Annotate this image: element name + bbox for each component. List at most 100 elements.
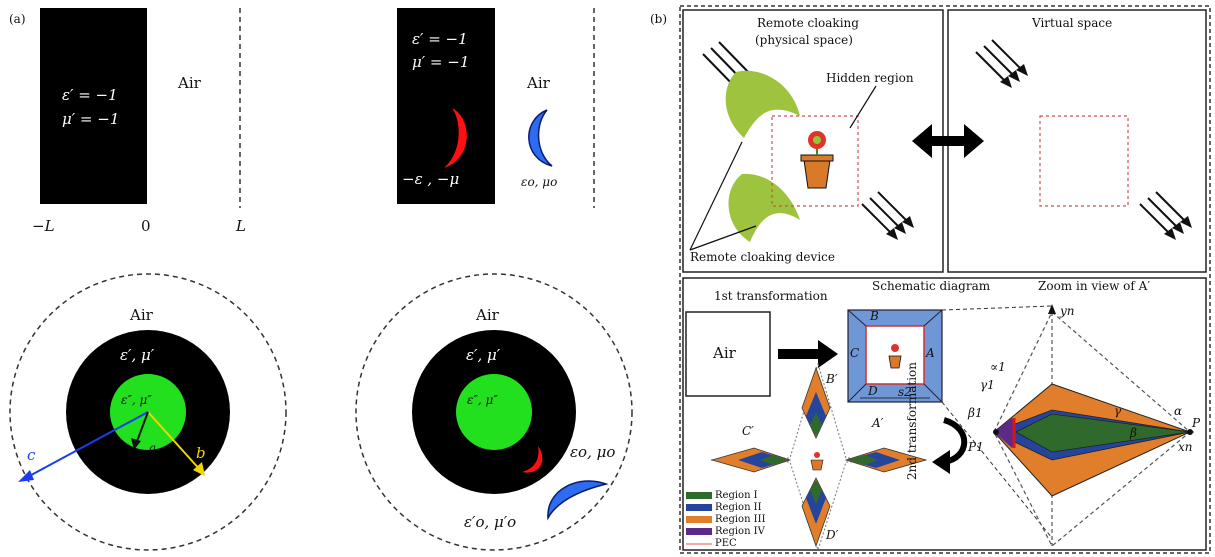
lobe-bottom	[801, 477, 831, 548]
cyl-left-air: Air	[130, 306, 153, 324]
virtual-dashed-box	[1039, 115, 1129, 207]
tick-L: L	[236, 217, 246, 235]
cyl-left-alpha: a	[149, 441, 157, 455]
lobe-right	[844, 447, 928, 473]
blue-crescent-object	[528, 109, 553, 167]
legend-item: Region III	[686, 514, 766, 525]
cyl-left-c: c	[27, 446, 36, 464]
arrow-a-head	[131, 438, 141, 450]
zoom-outline	[993, 311, 1191, 547]
remote-slab-eps: ε′ = −1	[412, 30, 468, 48]
remote-slab-rect	[397, 8, 495, 204]
schematic-pot-icon	[888, 344, 902, 369]
remote-air: Air	[527, 74, 550, 92]
slab-eps: ε′ = −1	[62, 86, 118, 104]
air-box-label: Air	[713, 344, 736, 362]
point-P1	[993, 429, 999, 435]
left-outer-dashed-circle	[9, 273, 287, 551]
air-box	[685, 311, 771, 397]
cyl-left-shell: ε′, μ′	[120, 346, 155, 364]
legend-swatch	[686, 528, 712, 535]
schematic-inner	[865, 325, 925, 385]
right-arrow-icon	[778, 340, 838, 368]
double-arrow-icon	[912, 124, 984, 158]
arrow-c	[21, 411, 149, 481]
yn-arrowhead	[1048, 304, 1056, 314]
right-red-crescent	[522, 446, 543, 473]
curved-arrow-icon	[942, 417, 968, 465]
bottom-box	[682, 277, 1207, 551]
cyl-right-object: εo, μo	[570, 443, 616, 461]
lobe-top	[801, 366, 831, 439]
legend-item: PEC	[686, 538, 737, 549]
zoom-yn: yn	[1060, 304, 1075, 318]
star-D-prime: D′	[826, 528, 839, 542]
second-transformation-label: 2nd transformation	[905, 361, 919, 480]
zoom-beta: β	[1130, 426, 1137, 440]
remote-cloaking-title-1: Remote cloaking	[757, 16, 859, 30]
device-label: Remote cloaking device	[690, 250, 835, 264]
center-pot-icon	[810, 452, 824, 471]
zoom-alpha: α	[1174, 404, 1183, 418]
star-A-prime: A′	[872, 416, 884, 430]
legend-swatch	[686, 504, 712, 511]
zoom-label: Zoom in view of A′	[1038, 279, 1151, 293]
right-outer-dashed-circle	[355, 273, 633, 551]
object-label: εo, μo	[521, 175, 558, 189]
slab-rect	[40, 8, 147, 204]
remote-cloaking-title-2: (physical space)	[755, 33, 853, 47]
slab-air: Air	[178, 74, 201, 92]
legend-swatch	[686, 516, 712, 523]
cyl-left-core: ε″, μ″	[121, 393, 152, 407]
first-transformation-label: 1st transformation	[714, 289, 828, 303]
crescent-label: −ε , −μ	[402, 170, 460, 188]
zoom-P1: P1	[968, 440, 984, 454]
flower-pot-icon	[800, 131, 834, 189]
star-C-prime: C′	[742, 424, 754, 438]
panel-b-label: (b)	[650, 12, 668, 26]
schematic-s2: s2	[898, 385, 912, 399]
legend-swatch	[686, 542, 712, 545]
cyl-right-core: ε″, μ″	[467, 393, 498, 407]
arrow-a	[135, 411, 149, 445]
lobe-left	[710, 447, 792, 473]
cyl-left-b: b	[196, 444, 206, 462]
arrow-b-head	[193, 462, 205, 476]
cyl-right-outer: ε′o, μ′o	[464, 513, 517, 531]
right-core	[456, 374, 532, 450]
legend-item: Region IV	[686, 526, 765, 537]
schematic-A: A	[926, 346, 935, 360]
zoom-inf1: ∝1	[990, 360, 1006, 374]
virtual-space-title: Virtual space	[1032, 16, 1113, 30]
cyl-right-shell: ε′, μ′	[466, 346, 501, 364]
legend-item: Region II	[686, 502, 762, 513]
schematic-label: Schematic diagram	[872, 279, 991, 293]
legend-label: Region II	[715, 502, 762, 513]
zoom-P: P	[1192, 416, 1201, 430]
lower-leaf	[728, 173, 800, 242]
right-blue-crescent	[547, 480, 609, 521]
zoom-gamma1: γ1	[980, 378, 995, 392]
tick-zero: 0	[141, 217, 151, 235]
schematic-C: C	[850, 346, 860, 360]
schematic-B: B	[870, 309, 879, 323]
legend-swatch	[686, 492, 712, 499]
red-crescent	[444, 108, 467, 168]
zoom-gamma: γ	[1114, 404, 1122, 418]
cyl-right-air: Air	[476, 306, 499, 324]
hidden-region-box	[771, 115, 859, 207]
hidden-region-label: Hidden region	[826, 71, 914, 85]
outgoing-rays-icon	[861, 191, 909, 235]
legend-label: Region I	[715, 490, 758, 501]
remote-slab-mu: μ′ = −1	[412, 53, 470, 71]
slab-mu: μ′ = −1	[62, 110, 120, 128]
point-P	[1187, 429, 1193, 435]
legend-item: Region I	[686, 490, 758, 501]
legend-label: Region IV	[715, 526, 765, 537]
hidden-region-pointer	[849, 85, 877, 129]
schematic-D: D	[868, 384, 878, 398]
zoom-beta1: β1	[968, 406, 983, 420]
arrow-b	[147, 411, 203, 473]
upper-leaf	[725, 70, 800, 138]
